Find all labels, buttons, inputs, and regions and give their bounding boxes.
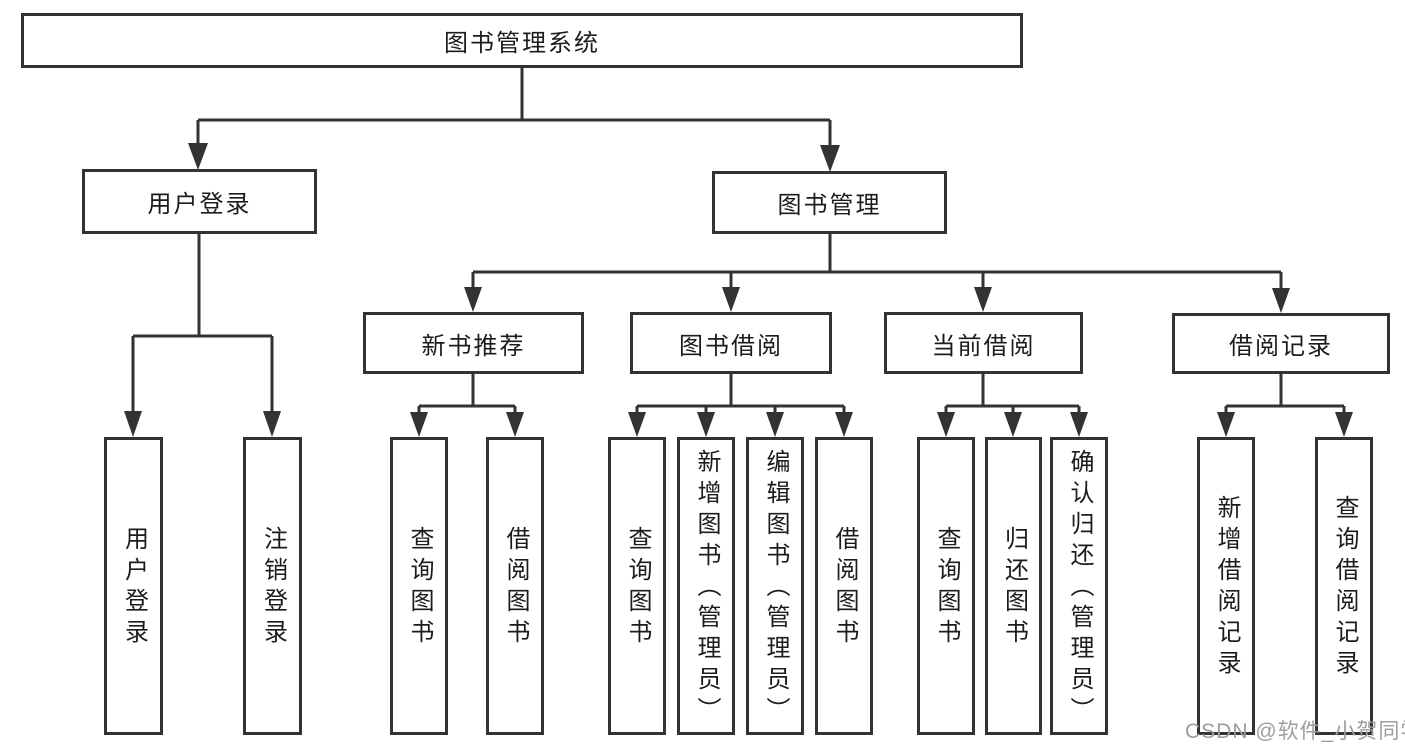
node-root-system: 图书管理系统	[21, 13, 1023, 68]
leaf-query-books-recommend: 查询图书	[390, 437, 448, 735]
leaf-edit-books-admin: 编辑图书（管理员）	[746, 437, 804, 735]
leaf-logout: 注销登录	[243, 437, 302, 735]
node-current-borrowing: 当前借阅	[884, 312, 1083, 374]
leaf-confirm-return-admin: 确认归还（管理员）	[1050, 437, 1108, 735]
connector-newbookrec-to-leaves	[410, 374, 524, 437]
node-borrowing-records: 借阅记录	[1172, 313, 1390, 374]
node-book-borrowing: 图书借阅	[630, 312, 832, 374]
leaf-add-books-admin: 新增图书（管理员）	[677, 437, 735, 735]
csdn-watermark: CSDN @软件_小贺同学	[1185, 720, 1405, 743]
connector-bookborrow-to-leaves	[628, 374, 853, 437]
leaf-borrow-books-recommend: 借阅图书	[486, 437, 544, 735]
node-new-book-recommend: 新书推荐	[363, 312, 584, 374]
connector-currentborrow-to-leaves	[937, 374, 1088, 437]
leaf-borrow-books-borrowing: 借阅图书	[815, 437, 873, 735]
connector-bookmgmt-to-level2	[464, 234, 1290, 313]
connector-borrowrecords-to-leaves	[1217, 374, 1353, 437]
leaf-return-books: 归还图书	[985, 437, 1042, 735]
leaf-add-borrow-record: 新增借阅记录	[1197, 437, 1255, 735]
leaf-query-books-current: 查询图书	[917, 437, 975, 735]
leaf-query-borrow-record: 查询借阅记录	[1315, 437, 1373, 735]
node-book-management: 图书管理	[712, 171, 947, 234]
leaf-query-books-borrowing: 查询图书	[608, 437, 666, 735]
node-user-login: 用户登录	[82, 169, 317, 234]
leaf-user-login: 用户登录	[104, 437, 163, 735]
connector-userlogin-to-leaves	[124, 234, 281, 437]
connector-root-to-level1	[188, 68, 840, 172]
